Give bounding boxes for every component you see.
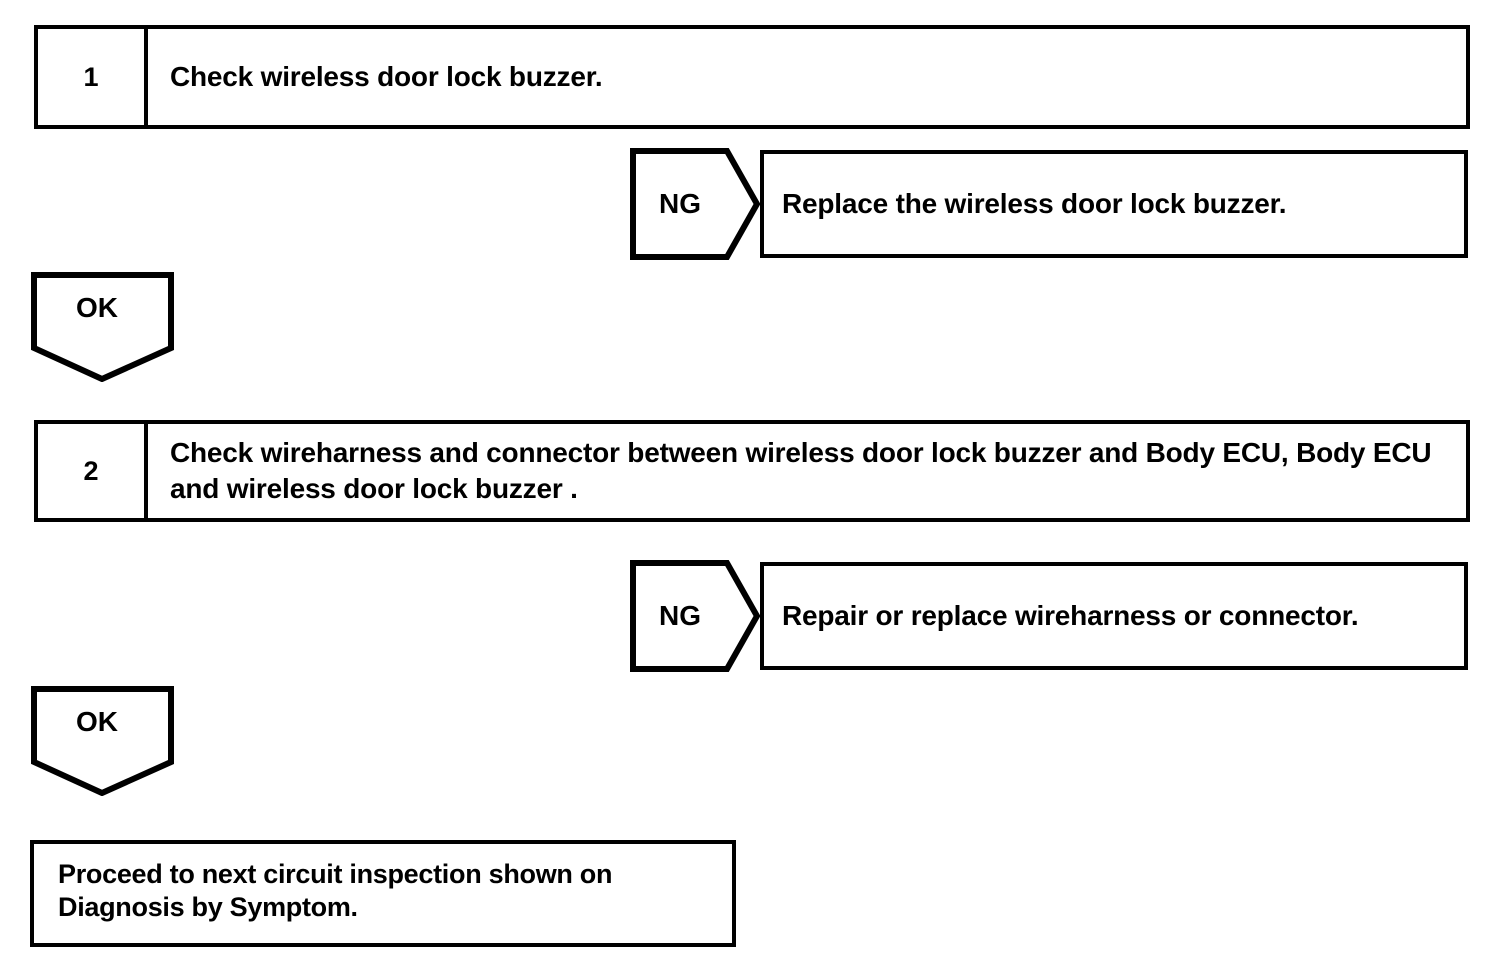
ng-action-box-2: Repair or replace wireharness or connect… xyxy=(760,562,1468,670)
ng-action-text-2: Repair or replace wireharness or connect… xyxy=(782,600,1359,631)
ng-chevron-2: NG xyxy=(630,560,760,672)
step-2-instruction: Check wireharness and connector between … xyxy=(170,437,1432,504)
ok-chevron-2: OK xyxy=(31,686,174,796)
ng-chevron-1-label: NG xyxy=(659,188,701,219)
ng-chevron-2-label: NG xyxy=(659,600,701,631)
step-1-number: 1 xyxy=(38,29,148,125)
ok-chevron-1: OK xyxy=(31,272,174,382)
ng-chevron-1: NG xyxy=(630,148,760,260)
step-1-instruction: Check wireless door lock buzzer. xyxy=(170,61,603,93)
terminal-text: Proceed to next circuit inspection shown… xyxy=(58,859,620,922)
ng-action-box-1: Replace the wireless door lock buzzer. xyxy=(760,150,1468,258)
step-1-box: 1 Check wireless door lock buzzer. xyxy=(34,25,1470,129)
terminal-box: Proceed to next circuit inspection shown… xyxy=(30,840,736,947)
step-2-number: 2 xyxy=(38,424,148,518)
ok-chevron-2-label: OK xyxy=(76,706,118,737)
step-2-box: 2 Check wireharness and connector betwee… xyxy=(34,420,1470,522)
ng-action-text-1: Replace the wireless door lock buzzer. xyxy=(782,188,1287,219)
ok-chevron-1-label: OK xyxy=(76,292,118,323)
